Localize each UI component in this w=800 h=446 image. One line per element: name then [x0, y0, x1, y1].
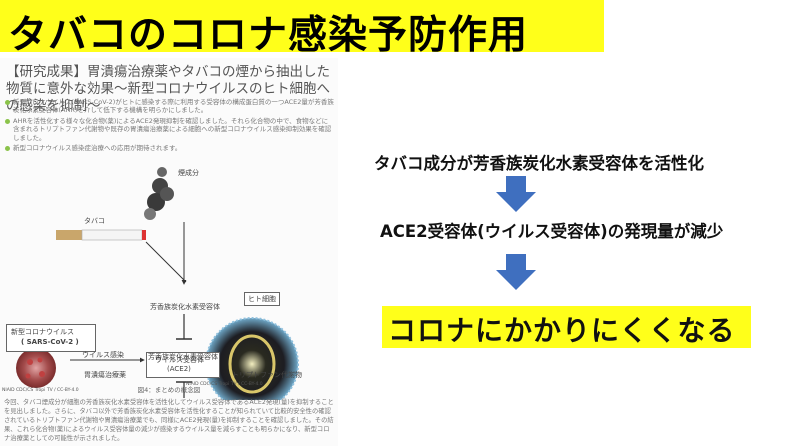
article-bullet: 新型コロナウイルス感染症治療への応用が期待されます。 [4, 144, 334, 152]
down-arrow-icon [496, 254, 536, 290]
bullet-text: 新型コロナウイルス感染症治療への応用が期待されます。 [13, 144, 182, 153]
receptor-box: ウイルス受容体 (ACE2) [146, 352, 220, 378]
smoke-icon [144, 167, 174, 220]
bullet-dot-icon [5, 146, 10, 152]
article-screenshot: 【研究成果】胃潰瘍治療薬やタバコの煙から抽出した物質に意外な効果〜新型コロナウイ… [0, 58, 338, 446]
slide-title: タバコのコロナ感染予防作用 [8, 13, 529, 58]
human-cell-label: ヒト細胞 [244, 292, 280, 306]
cigarette-icon [56, 229, 146, 241]
tobacco-line [145, 241, 187, 283]
result-highlight: コロナにかかりにくくなる [382, 306, 751, 348]
credit-right: NIAID CDC/CS Tropi TV / CC-BY-4.0 [186, 382, 263, 387]
human-cell-icon [205, 317, 299, 400]
virus-infection-label: ウイルス感染 [82, 351, 124, 359]
credit-left: NIAID CDC/CS Tropi TV / CC-BY-4.0 [2, 388, 79, 393]
ahr-bottom-label: 芳香族炭化水素受容体 [148, 353, 218, 361]
article-bullet: AHRを活性化する様々な化合物(薬)によるACE2発現抑制を確認しました。それら… [4, 117, 334, 142]
concept-diagram: 煙成分 タバコ ヒト細胞 芳香族炭化水素受容体 新型コロナウイルス ( SARS… [0, 164, 338, 400]
figure-caption: 図4：まとめの概念図 [137, 386, 201, 394]
article-bullet: 新型コロナウイルス(SARS-CoV-2)がヒトに感染する際に利用する受容体の構… [4, 98, 334, 115]
virus-box-line2: ( SARS-CoV-2 ) [21, 338, 79, 346]
virus-box: 新型コロナウイルス ( SARS-CoV-2 ) [6, 324, 96, 352]
flow-step-2: ACE2受容体(ウイルス受容体)の発現量が減少 [380, 222, 724, 241]
bullet-text: 新型コロナウイルス(SARS-CoV-2)がヒトに感染する際に利用する受容体の構… [13, 98, 334, 115]
flow-step-1: タバコ成分が芳香族炭化水素受容体を活性化 [374, 154, 704, 173]
bullet-text: AHRを活性化する様々な化合物(薬)によるACE2発現抑制を確認しました。それら… [13, 116, 332, 142]
receptor-line1: ウイルス受容体 [155, 356, 204, 364]
down-arrow-icon [496, 176, 536, 212]
drug-label: 胃潰瘍治療薬 [84, 371, 126, 379]
virus-icon [16, 348, 56, 388]
flow-result: コロナにかかりにくくなる [388, 314, 736, 347]
virus-box-line1: 新型コロナウイルス [11, 328, 74, 336]
title-banner: タバコのコロナ感染予防作用 [0, 0, 604, 58]
smoke-label: 煙成分 [178, 169, 199, 177]
bullet-dot-icon [5, 100, 10, 105]
article-title: 【研究成果】胃潰瘍治療薬やタバコの煙から抽出した物質に意外な効果〜新型コロナウイ… [6, 64, 330, 114]
receptor-line2: (ACE2) [167, 365, 191, 373]
tryptophan-label: トリプトファン代謝物 [232, 371, 302, 379]
article-bullets: 新型コロナウイルス(SARS-CoV-2)がヒトに感染する際に利用する受容体の構… [4, 98, 334, 154]
tobacco-label: タバコ [84, 217, 105, 225]
ahr-top-label: 芳香族炭化水素受容体 [150, 303, 220, 311]
concept-diagram-graphics [16, 167, 299, 400]
bullet-dot-icon [5, 118, 10, 124]
article-summary: 今回、タバコ煙成分が細胞の芳香族炭化水素受容体を活性化してウイルス受容体であるA… [4, 399, 334, 442]
